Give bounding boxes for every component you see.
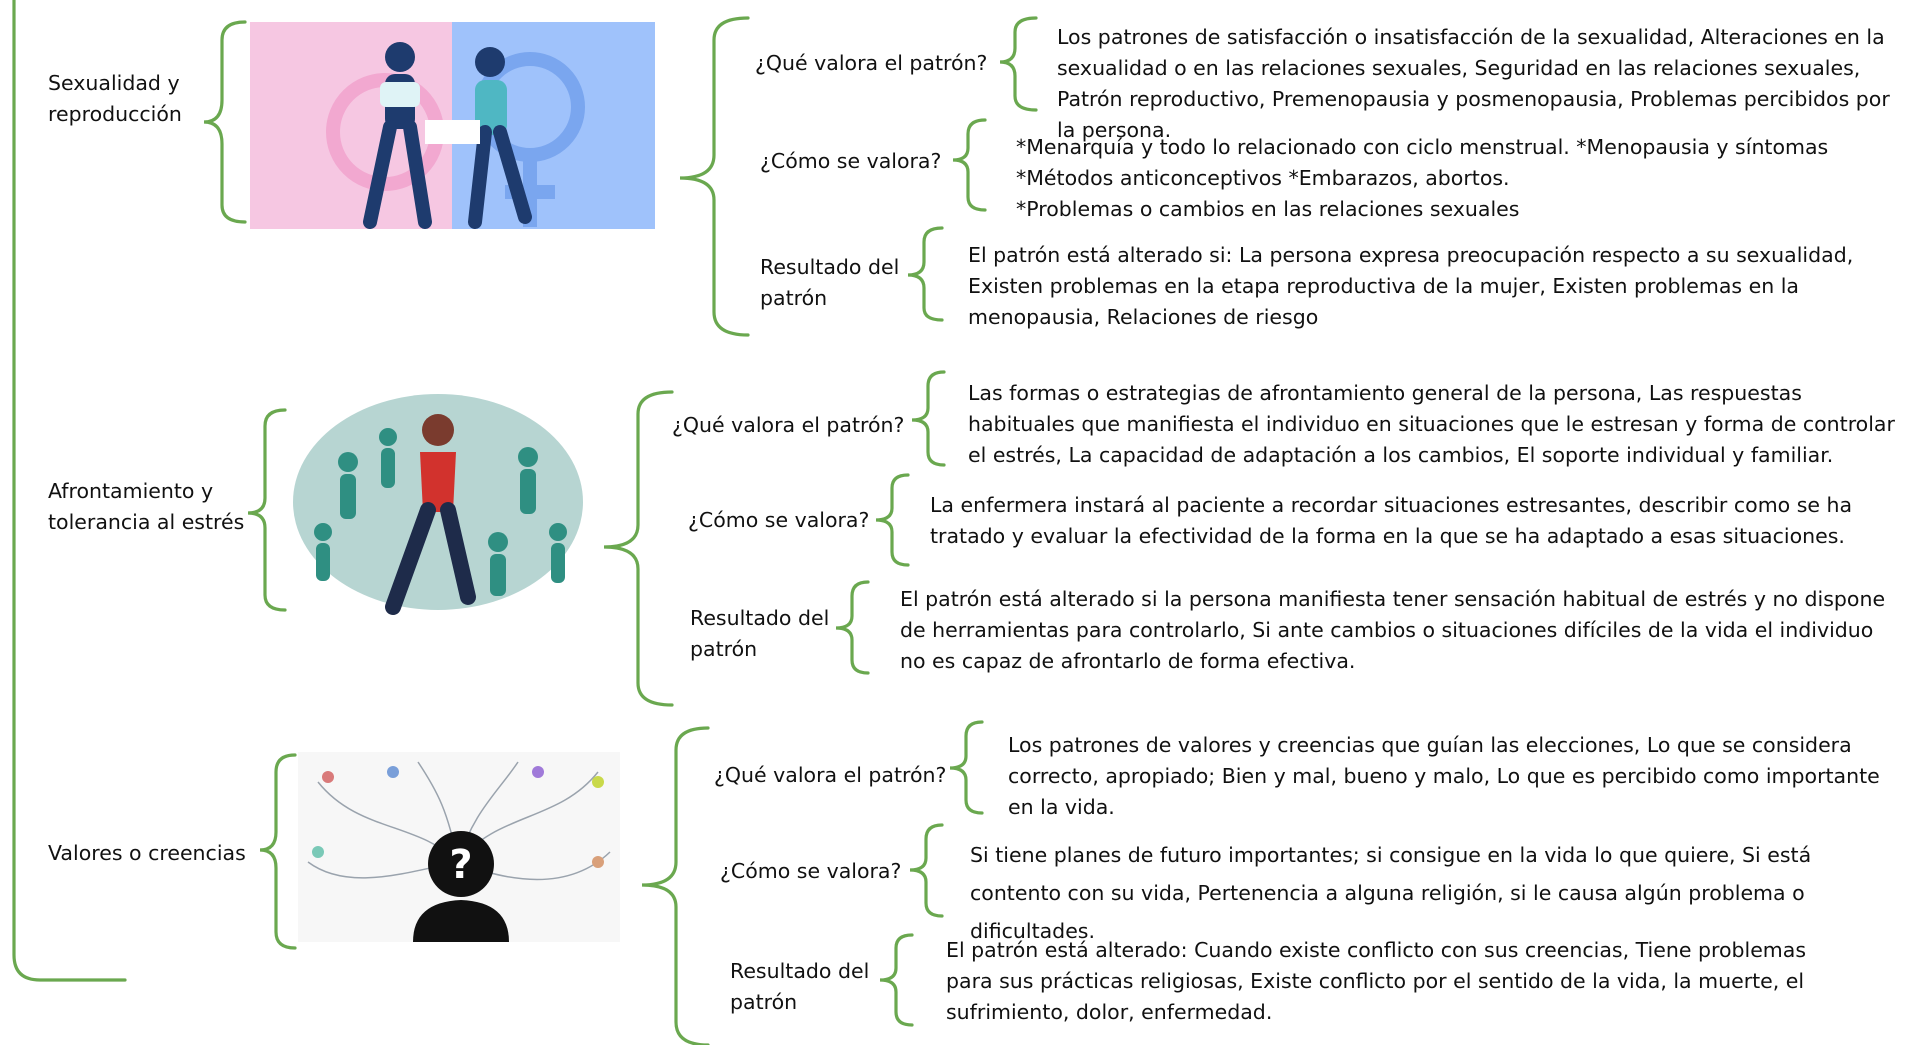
gender-symbols-illustration [250, 22, 655, 229]
s3-r3-bracket [879, 933, 914, 1027]
s2-rows-bracket [603, 390, 674, 707]
section-1-title: Sexualidad y reproducción [48, 71, 182, 126]
section-3-title: Valores o creencias [48, 841, 246, 865]
s2-r1-bracket [911, 370, 946, 467]
s3-row2-text: Si tiene planes de futuro importantes; s… [970, 843, 1812, 943]
s3-r2-bracket [909, 823, 944, 918]
s3-title-bracket [259, 753, 297, 950]
s1-title-bracket [203, 20, 247, 224]
s1-row2-label: ¿Cómo se valora? [760, 149, 942, 173]
s1-r1-bracket [999, 16, 1038, 112]
s1-row3-label: Resultado del patrón [760, 255, 900, 310]
s3-row1-label: ¿Qué valora el patrón? [714, 763, 947, 787]
s3-row1-text: Los patrones de valores y creencias que … [1008, 733, 1880, 819]
svg-text:?: ? [449, 842, 472, 888]
question-head-illustration: ? [298, 752, 620, 942]
s2-r2-bracket [875, 473, 910, 567]
s1-rows-bracket [679, 16, 750, 337]
s1-row3-text: El patrón está alterado si: La persona e… [968, 243, 1854, 329]
s1-r3-bracket [907, 226, 944, 322]
s3-row2-label: ¿Cómo se valora? [720, 859, 902, 883]
s2-row2-label: ¿Cómo se valora? [688, 508, 870, 532]
section-2-title: Afrontamiento y tolerancia al estrés [48, 479, 245, 534]
s2-title-bracket [247, 408, 287, 612]
s2-row3-text: El patrón está alterado si la persona ma… [900, 587, 1886, 673]
s3-rows-bracket [641, 726, 710, 1045]
s1-row1-label: ¿Qué valora el patrón? [755, 51, 988, 75]
s1-row2-line3: *Problemas o cambios en las relaciones s… [1016, 197, 1520, 221]
s1-r2-bracket [952, 118, 987, 212]
s2-row1-label: ¿Qué valora el patrón? [672, 413, 905, 437]
s3-r1-bracket [949, 720, 984, 815]
s2-r3-bracket [835, 580, 870, 675]
s2-row1-text: Las formas o estrategias de afrontamient… [968, 381, 1895, 467]
s3-row3-label: Resultado del patrón [730, 959, 870, 1014]
stressed-crowd-illustration [288, 392, 598, 624]
s2-row2-text: La enfermera instará al paciente a recor… [930, 493, 1853, 548]
s3-row3-text: El patrón está alterado: Cuando existe c… [946, 938, 1807, 1024]
s2-row3-label: Resultado del patrón [690, 606, 830, 661]
s1-row2-line1: *Menarquía y todo lo relacionado con cic… [1016, 135, 1829, 159]
s1-row1-text: Los patrones de satisfacción o insatisfa… [1057, 25, 1890, 142]
s1-row2-line2: *Métodos anticonceptivos *Embarazos, abo… [1016, 166, 1510, 190]
